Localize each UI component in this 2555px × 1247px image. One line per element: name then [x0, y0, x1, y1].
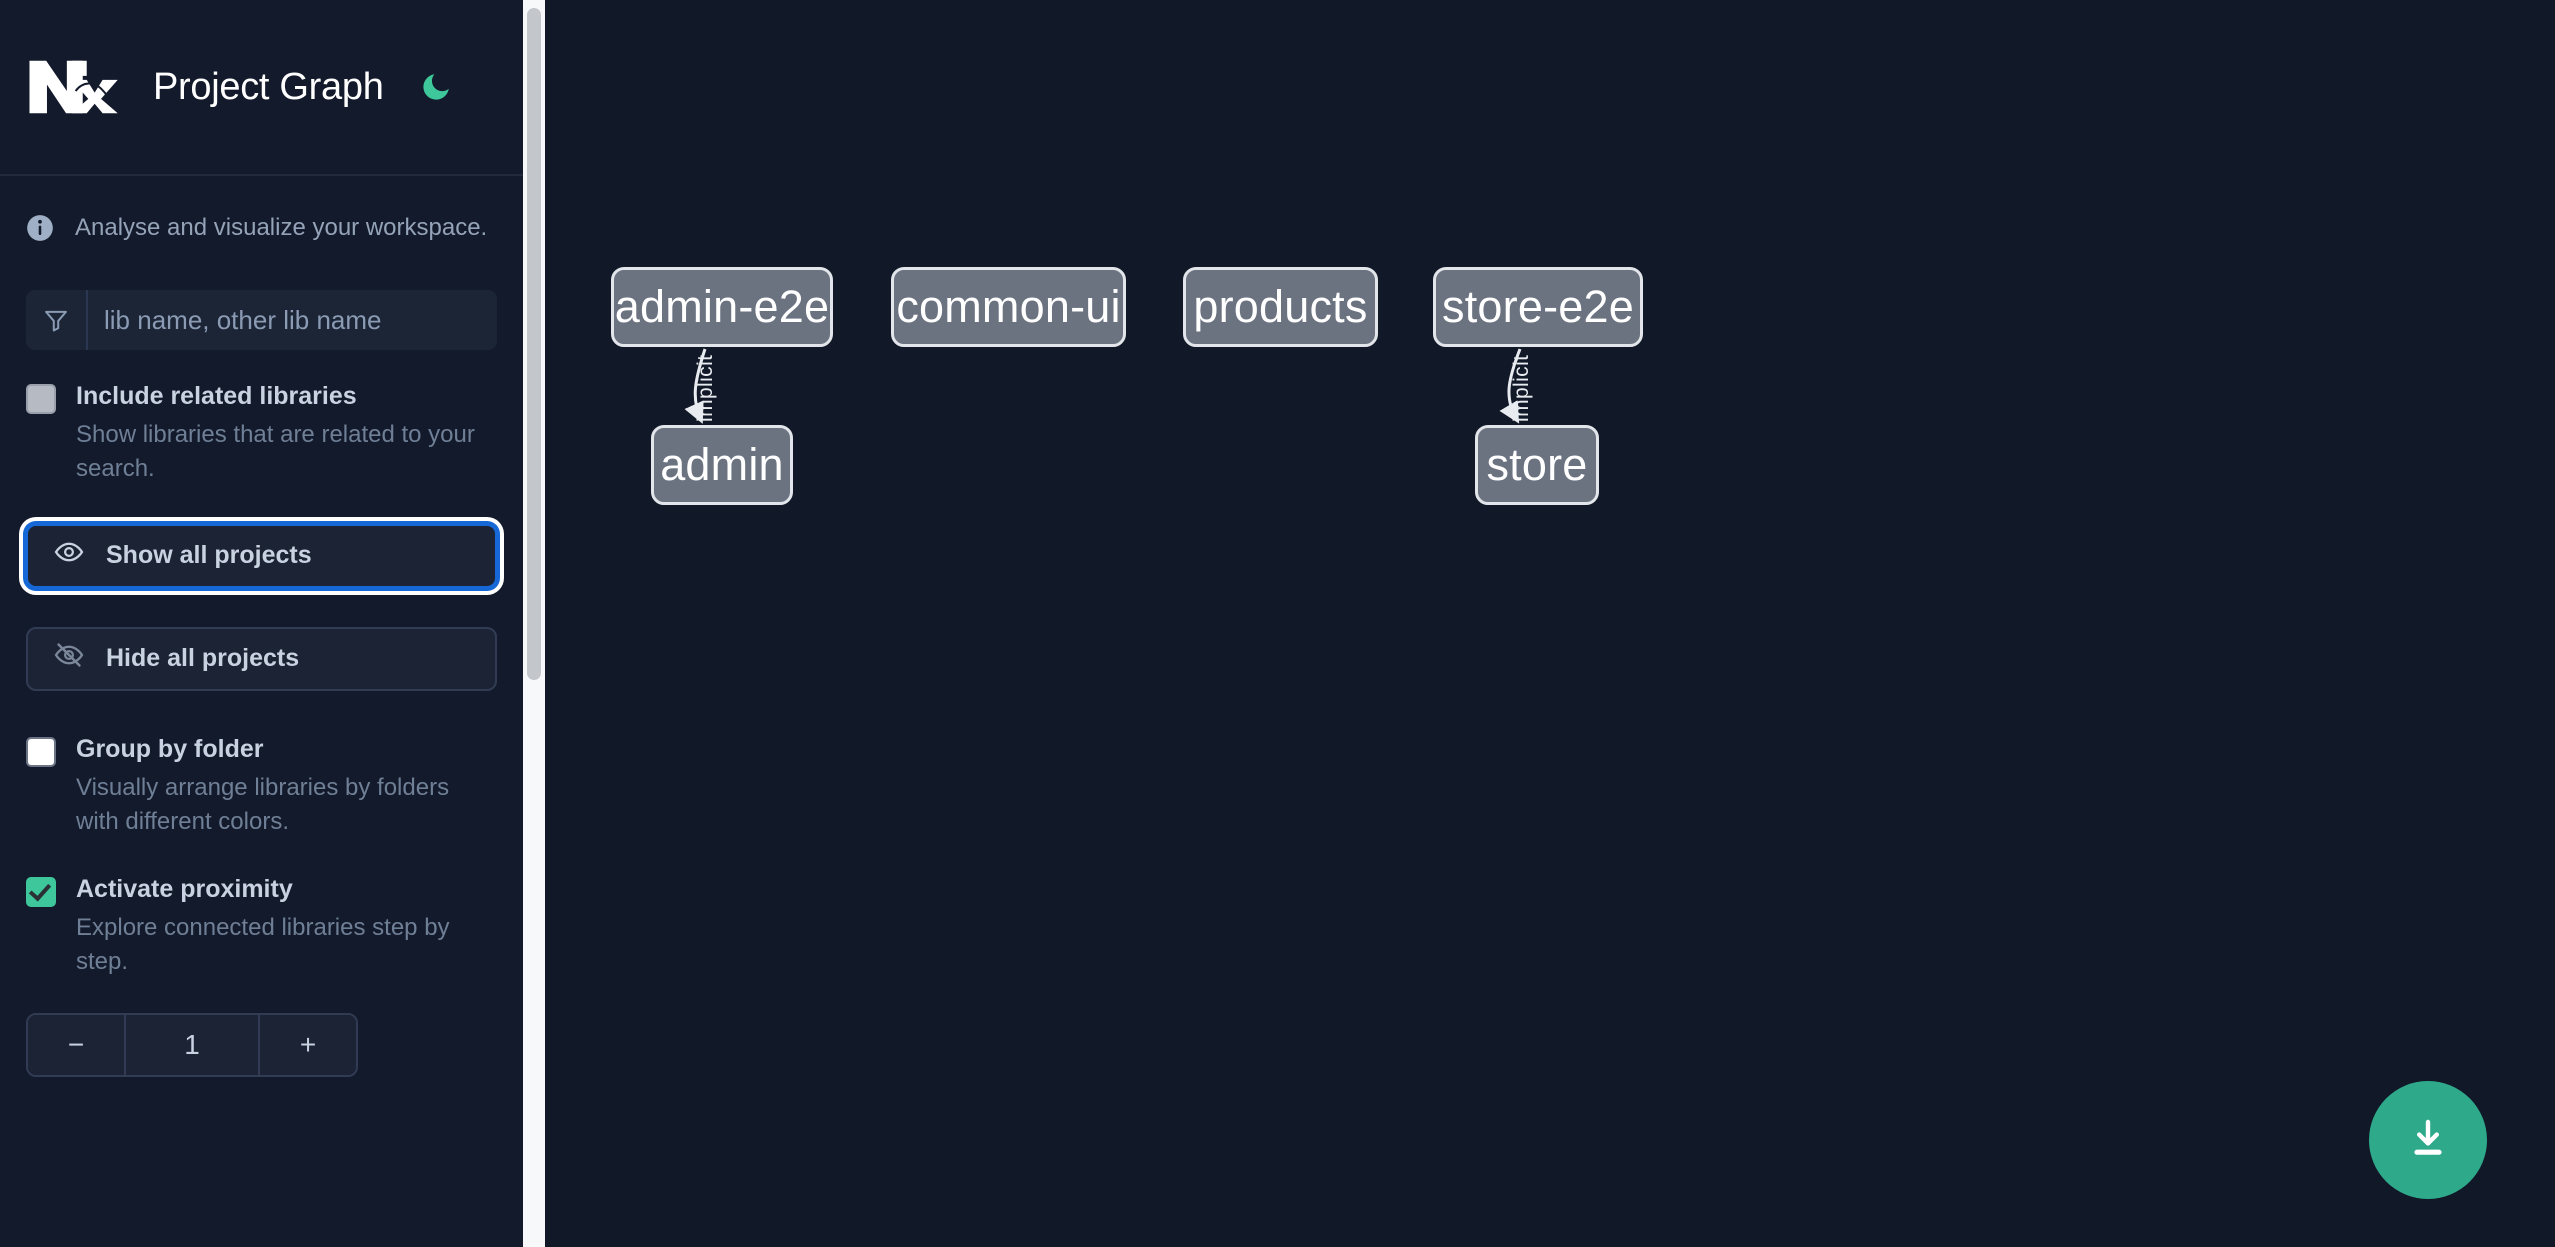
search-input[interactable]	[88, 290, 497, 350]
edge-label-admin-implicit: implicit	[694, 354, 717, 422]
graph-node-products[interactable]: products	[1183, 267, 1378, 347]
sidebar-scrollbar[interactable]	[523, 0, 545, 1247]
include-related-libraries-label: Include related libraries	[76, 382, 357, 410]
proximity-stepper-wrap: − 1 +	[0, 1012, 523, 1077]
proximity-stepper: − 1 +	[26, 1012, 358, 1077]
sidebar-content: Project Graph Analyse and visualize yo	[0, 0, 523, 1247]
eye-off-icon	[54, 640, 84, 677]
option-include-related-libraries[interactable]: Include related libraries Show libraries…	[0, 380, 523, 486]
info-circle-icon	[26, 214, 54, 242]
moon-icon[interactable]	[416, 67, 456, 107]
graph-node-admin[interactable]: admin	[651, 425, 793, 505]
funnel-filter-icon	[26, 290, 88, 350]
decrement-button[interactable]: −	[28, 1014, 126, 1075]
workspace-info-text: Analyse and visualize your workspace.	[75, 214, 488, 241]
group-by-folder-description: Visually arrange libraries by folders wi…	[76, 773, 450, 835]
graph-node-common-ui[interactable]: common-ui	[891, 267, 1126, 347]
activate-proximity-label: Activate proximity	[76, 874, 293, 903]
graph-edges	[684, 348, 1522, 424]
show-all-projects-button[interactable]: Show all projects	[26, 523, 497, 588]
workspace-info: Analyse and visualize your workspace.	[0, 176, 523, 280]
visibility-buttons: Show all projects Hide all projects	[0, 523, 523, 691]
checkmark-icon	[28, 878, 52, 902]
graph-node-admin-e2e[interactable]: admin-e2e	[611, 267, 833, 347]
graph-canvas[interactable]: implicit implicit admin-e2e common-ui pr…	[545, 0, 2555, 1247]
group-by-folder-checkbox[interactable]	[26, 736, 56, 767]
sidebar: Project Graph Analyse and visualize yo	[0, 0, 545, 1247]
include-related-libraries-description: Show libraries that are related to your …	[76, 420, 475, 482]
show-all-projects-label: Show all projects	[106, 541, 312, 570]
download-graph-button[interactable]	[2369, 1081, 2487, 1199]
option-group-by-folder[interactable]: Group by folder Visually arrange librari…	[0, 733, 523, 839]
sidebar-header: Project Graph	[0, 0, 523, 176]
hide-all-projects-button[interactable]: Hide all projects	[26, 626, 497, 691]
filter-bar	[26, 290, 497, 350]
activate-proximity-checkbox[interactable]	[26, 876, 56, 907]
proximity-value: 1	[126, 1014, 258, 1075]
increment-button[interactable]: +	[258, 1014, 356, 1075]
graph-node-store[interactable]: store	[1475, 425, 1599, 505]
download-icon	[2404, 1115, 2452, 1166]
edge-label-store-implicit: implicit	[1510, 354, 1533, 422]
eye-icon	[54, 537, 84, 574]
nx-logo-icon	[26, 56, 122, 118]
activate-proximity-description: Explore connected libraries step by step…	[76, 913, 450, 975]
include-related-libraries-checkbox[interactable]	[26, 384, 56, 414]
page-title: Project Graph	[153, 65, 384, 108]
hide-all-projects-label: Hide all projects	[106, 644, 300, 673]
graph-node-store-e2e[interactable]: store-e2e	[1433, 267, 1643, 347]
group-by-folder-label: Group by folder	[76, 734, 264, 763]
sidebar-scrollbar-thumb[interactable]	[527, 8, 541, 680]
option-activate-proximity[interactable]: Activate proximity Explore connected lib…	[0, 873, 523, 979]
